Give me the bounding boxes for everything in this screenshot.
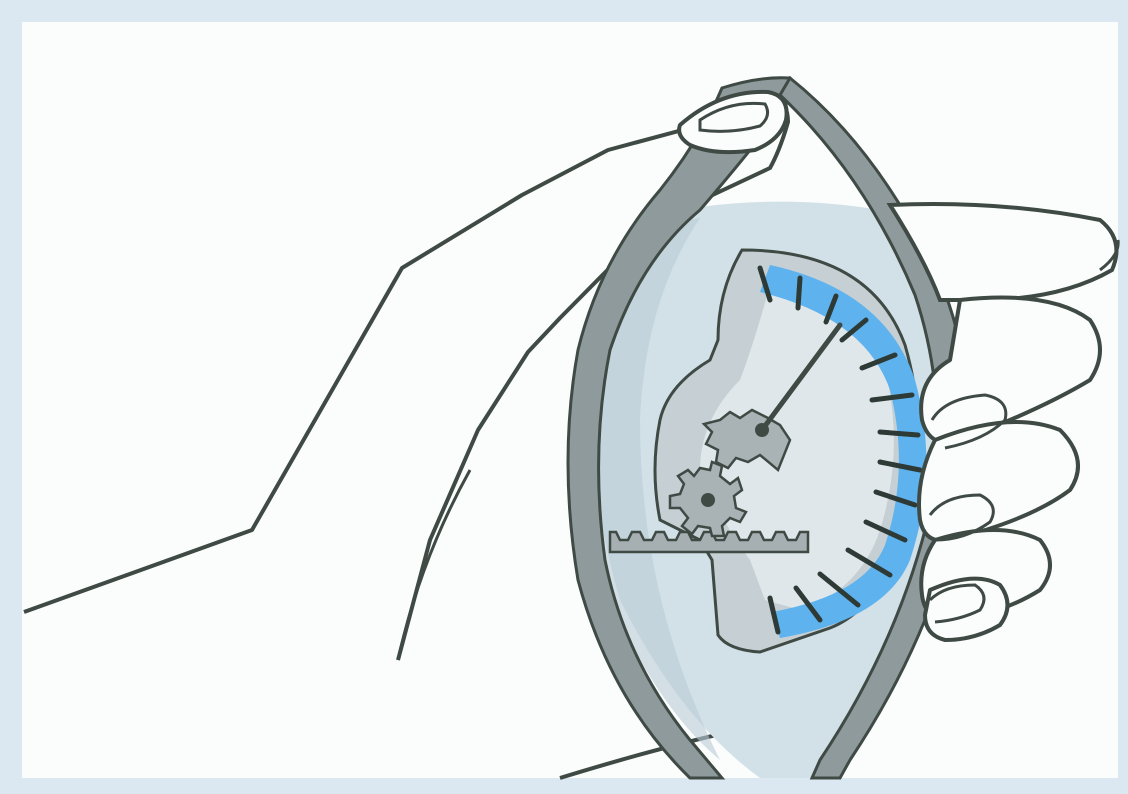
gear-rack — [610, 532, 808, 552]
scale-tick — [880, 432, 918, 435]
pinion-axle — [701, 493, 715, 507]
scale-tick — [798, 278, 800, 308]
